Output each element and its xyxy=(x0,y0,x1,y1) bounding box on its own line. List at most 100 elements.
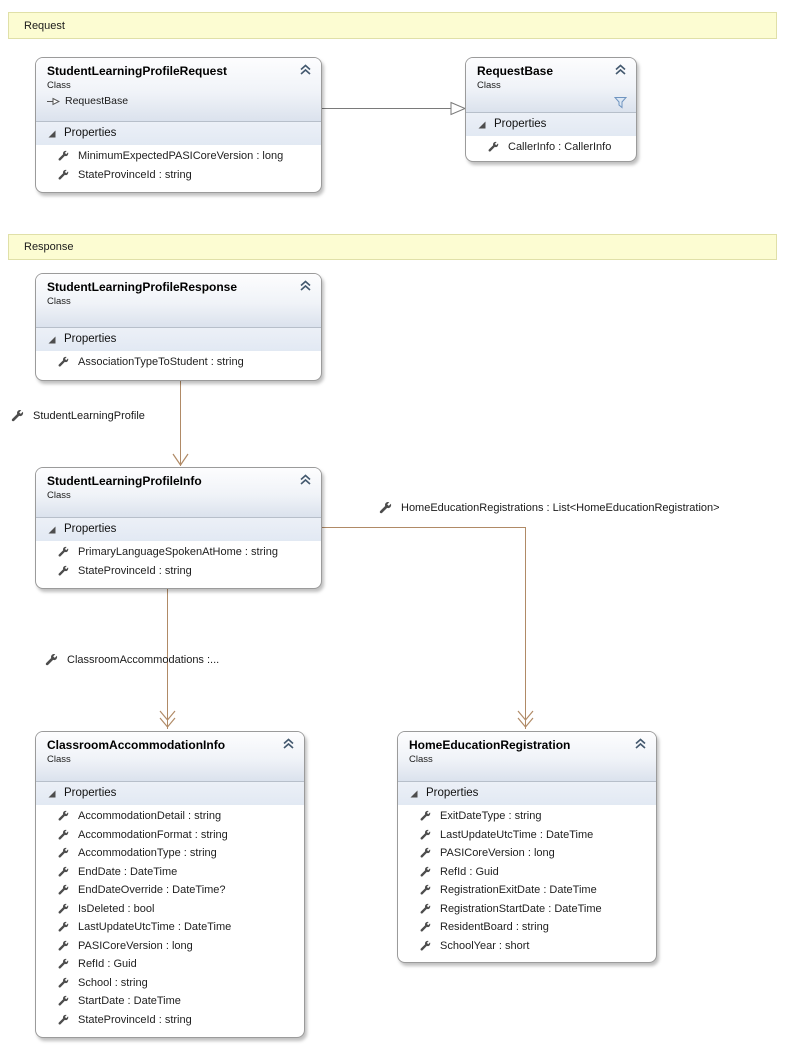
property-row[interactable]: RefId : Guid xyxy=(398,863,656,882)
property-row[interactable]: StateProvinceId : string xyxy=(36,166,321,185)
class-title: ClassroomAccommodationInfo xyxy=(47,738,226,752)
property-text: SchoolYear : short xyxy=(440,939,530,952)
property-row[interactable]: LastUpdateUtcTime : DateTime xyxy=(36,918,304,937)
association-label-classroomaccommodations[interactable]: ClassroomAccommodations :... xyxy=(44,653,219,667)
properties-list: AccommodationDetail : string Accommodati… xyxy=(36,805,304,1037)
wrench-icon xyxy=(57,810,69,822)
comment-band-request[interactable]: Request xyxy=(8,12,777,39)
wrench-icon xyxy=(57,150,69,162)
class-kind-label: Class xyxy=(47,490,71,501)
association-label-studentlearningprofile[interactable]: StudentLearningProfile xyxy=(10,409,145,423)
property-text: PrimaryLanguageSpokenAtHome : string xyxy=(78,546,278,559)
property-row[interactable]: EndDateOverride : DateTime? xyxy=(36,881,304,900)
property-row[interactable]: AccommodationType : string xyxy=(36,844,304,863)
wrench-icon xyxy=(57,565,69,577)
section-label: Properties xyxy=(494,118,547,130)
properties-list: CallerInfo : CallerInfo xyxy=(466,136,636,161)
section-label: Properties xyxy=(64,127,117,139)
collapse-chevron-icon[interactable] xyxy=(299,474,312,486)
properties-section-header[interactable]: Properties xyxy=(36,782,304,805)
association-label-text: ClassroomAccommodations :... xyxy=(67,654,220,666)
property-row[interactable]: MinimumExpectedPASICoreVersion : long xyxy=(36,147,321,166)
collapse-chevron-icon[interactable] xyxy=(299,280,312,292)
property-row[interactable]: StateProvinceId : string xyxy=(36,1011,304,1030)
comment-band-request-label: Request xyxy=(24,19,65,32)
properties-section-header[interactable]: Properties xyxy=(36,122,321,145)
property-row[interactable]: AccommodationFormat : string xyxy=(36,826,304,845)
class-title: StudentLearningProfileRequest xyxy=(47,64,228,78)
association-connector-response-to-info[interactable] xyxy=(180,381,181,466)
class-kind-label: Class xyxy=(47,80,71,91)
property-row[interactable]: CallerInfo : CallerInfo xyxy=(466,138,636,157)
property-row[interactable]: PASICoreVersion : long xyxy=(36,937,304,956)
wrench-icon xyxy=(419,866,431,878)
property-row[interactable]: PASICoreVersion : long xyxy=(398,844,656,863)
properties-section-header[interactable]: Properties xyxy=(36,328,321,351)
wrench-icon xyxy=(57,977,69,989)
filter-icon[interactable] xyxy=(614,96,627,109)
class-box-requestbase[interactable]: RequestBase Class Properties Call xyxy=(465,57,637,162)
association-label-text: HomeEducationRegistrations : List<HomeEd… xyxy=(401,502,720,514)
class-box-studentlearningprofileinfo[interactable]: StudentLearningProfileInfo Class Propert… xyxy=(35,467,322,589)
expander-icon xyxy=(48,336,56,344)
property-row[interactable]: StateProvinceId : string xyxy=(36,562,321,581)
class-kind-label: Class xyxy=(47,296,71,307)
association-arrowhead-icon xyxy=(172,453,189,467)
property-row[interactable]: IsDeleted : bool xyxy=(36,900,304,919)
collapse-chevron-icon[interactable] xyxy=(282,738,295,750)
section-label: Properties xyxy=(426,787,479,799)
properties-section-header[interactable]: Properties xyxy=(466,113,636,136)
collapse-chevron-icon[interactable] xyxy=(634,738,647,750)
class-title: RequestBase xyxy=(477,64,554,78)
class-box-studentlearningprofileresponse[interactable]: StudentLearningProfileResponse Class Pro… xyxy=(35,273,322,381)
association-connector-info-to-homeed-vertical[interactable] xyxy=(525,527,526,729)
wrench-icon xyxy=(419,847,431,859)
property-row[interactable]: SchoolYear : short xyxy=(398,937,656,956)
property-row[interactable]: LastUpdateUtcTime : DateTime xyxy=(398,826,656,845)
comment-band-response-label: Response xyxy=(24,241,74,253)
class-kind-label: Class xyxy=(409,754,433,765)
property-row[interactable]: RefId : Guid xyxy=(36,955,304,974)
collapse-chevron-icon[interactable] xyxy=(299,64,312,76)
property-text: IsDeleted : bool xyxy=(78,902,155,915)
wrench-icon xyxy=(57,940,69,952)
property-text: CallerInfo : CallerInfo xyxy=(508,141,612,154)
property-row[interactable]: RegistrationStartDate : DateTime xyxy=(398,900,656,919)
class-box-homeeducationregistration[interactable]: HomeEducationRegistration Class Properti… xyxy=(397,731,657,963)
collapse-chevron-icon[interactable] xyxy=(614,64,627,76)
expander-icon xyxy=(410,790,418,798)
wrench-icon xyxy=(487,141,499,153)
class-title: StudentLearningProfileInfo xyxy=(47,474,202,488)
class-title: StudentLearningProfileResponse xyxy=(47,280,238,294)
property-row[interactable]: EndDate : DateTime xyxy=(36,863,304,882)
property-text: AssociationTypeToStudent : string xyxy=(78,356,244,369)
class-box-studentlearningprofilerequest[interactable]: StudentLearningProfileRequest Class Requ… xyxy=(35,57,322,193)
properties-section-header[interactable]: Properties xyxy=(398,782,656,805)
association-connector-info-to-homeed-horizontal[interactable] xyxy=(322,527,525,528)
association-connector-info-to-classroom[interactable] xyxy=(167,589,168,729)
property-row[interactable]: AssociationTypeToStudent : string xyxy=(36,353,321,372)
expander-icon xyxy=(48,526,56,534)
wrench-icon xyxy=(44,653,58,667)
property-row[interactable]: ResidentBoard : string xyxy=(398,918,656,937)
property-row[interactable]: AccommodationDetail : string xyxy=(36,807,304,826)
wrench-icon xyxy=(57,995,69,1007)
property-text: RefId : Guid xyxy=(440,865,499,878)
property-row[interactable]: School : string xyxy=(36,974,304,993)
wrench-icon xyxy=(419,884,431,896)
property-row[interactable]: StartDate : DateTime xyxy=(36,992,304,1011)
class-title: HomeEducationRegistration xyxy=(409,738,571,752)
property-row[interactable]: ExitDateType : string xyxy=(398,807,656,826)
class-box-classroomaccommodationinfo[interactable]: ClassroomAccommodationInfo Class Propert… xyxy=(35,731,305,1038)
wrench-icon xyxy=(57,958,69,970)
association-label-homeeducationregistrations[interactable]: HomeEducationRegistrations : List<HomeEd… xyxy=(378,501,720,515)
property-row[interactable]: PrimaryLanguageSpokenAtHome : string xyxy=(36,543,321,562)
property-row[interactable]: RegistrationExitDate : DateTime xyxy=(398,881,656,900)
inheritance-connector-request-to-requestbase[interactable] xyxy=(322,108,452,109)
comment-band-response[interactable]: Response xyxy=(8,234,777,260)
wrench-icon xyxy=(10,409,24,423)
properties-section-header[interactable]: Properties xyxy=(36,518,321,541)
property-text: StateProvinceId : string xyxy=(78,168,192,181)
association-double-arrowhead-icon xyxy=(159,710,176,728)
